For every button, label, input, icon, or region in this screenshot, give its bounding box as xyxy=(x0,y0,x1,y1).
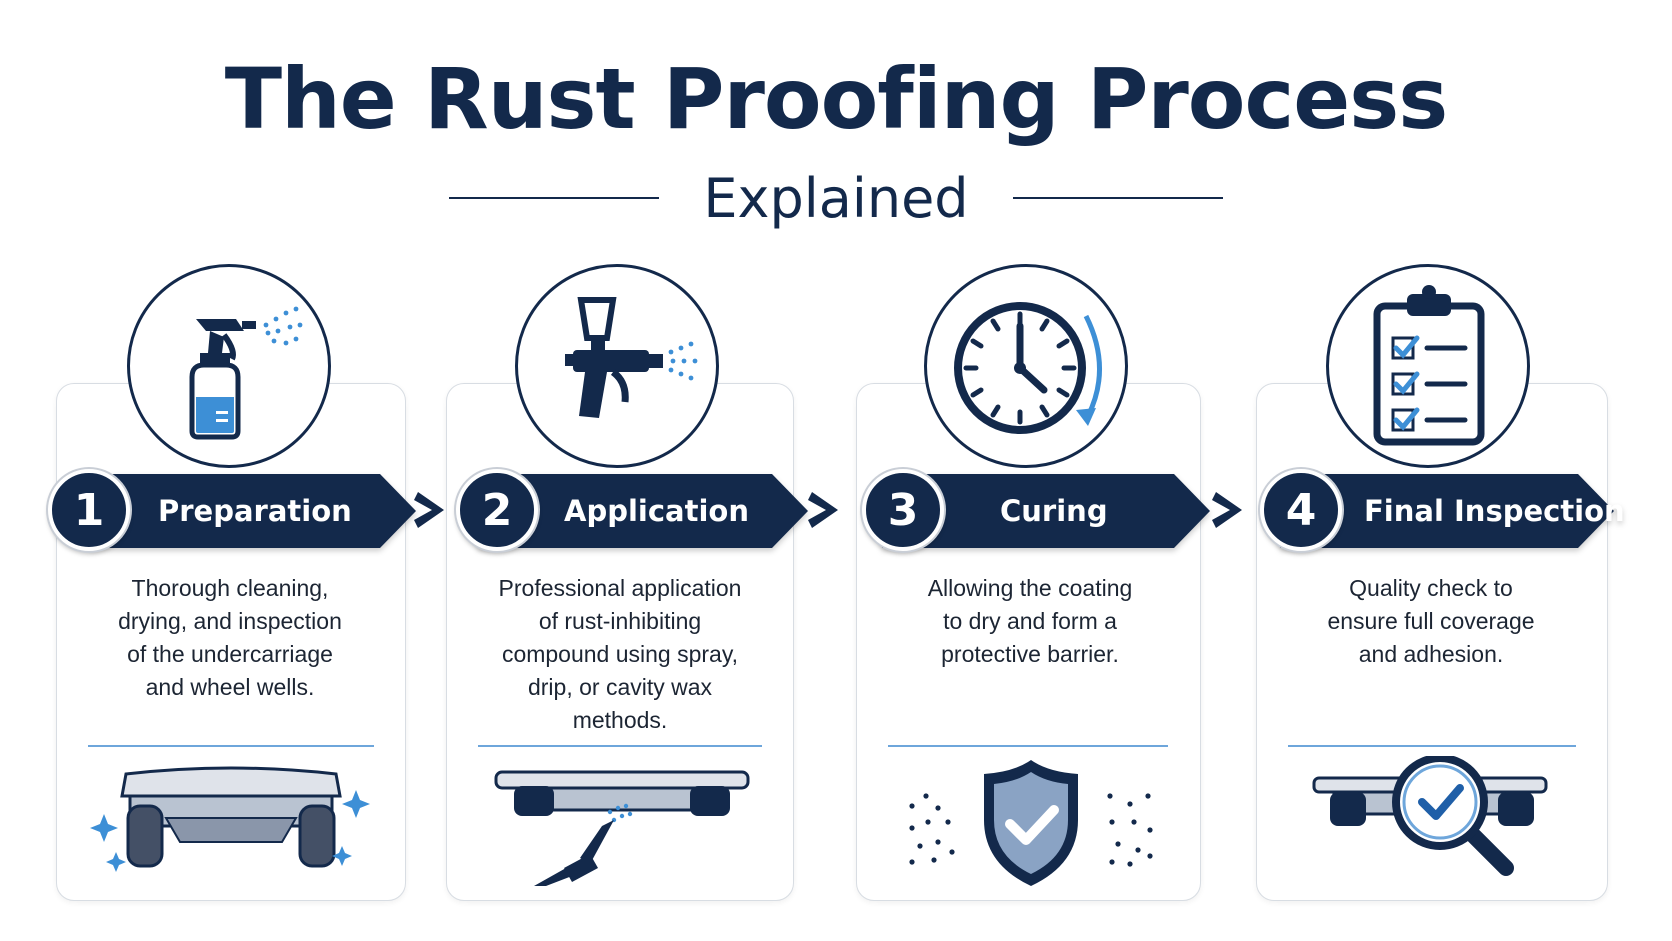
step-1-description: Thorough cleaning, drying, and inspectio… xyxy=(118,575,342,700)
subtitle-rule-right xyxy=(1012,197,1223,199)
step-4-icon-circle xyxy=(1326,264,1530,468)
step-2-icon-circle xyxy=(515,264,719,468)
step-2-description: Professional application of rust-inhibit… xyxy=(498,575,742,733)
step-1-separator xyxy=(88,745,374,747)
step-2-number: 2 xyxy=(456,469,538,551)
step-arrow-chevron-2 xyxy=(808,492,838,528)
page-title: The Rust Proofing Process xyxy=(224,50,1449,148)
page-subtitle: Explained xyxy=(703,166,969,230)
shield-check-icon xyxy=(909,760,1153,886)
step-3-separator xyxy=(888,745,1168,747)
step-3-description: Allowing the coating to dry and form a p… xyxy=(927,575,1133,667)
spray-gun-icon xyxy=(565,297,698,418)
step-3-number: 3 xyxy=(862,469,944,551)
clean-undercarriage-icon xyxy=(90,766,370,872)
step-2-separator xyxy=(478,745,762,747)
step-arrow-chevron-1 xyxy=(414,492,444,528)
spray-wand-undercarriage-icon xyxy=(494,770,750,886)
clipboard-checklist-icon xyxy=(1373,285,1485,446)
step-4-description: Quality check to ensure full coverage an… xyxy=(1327,575,1535,667)
magnifier-check-icon xyxy=(1312,756,1548,876)
step-3-icon-circle xyxy=(924,264,1128,468)
step-4-label: Final Inspection xyxy=(1364,494,1625,528)
subtitle-rule-left xyxy=(449,197,660,199)
step-1-icon-circle xyxy=(127,264,331,468)
step-2-label: Application xyxy=(564,494,749,528)
step-1-banner: Preparation xyxy=(90,474,416,548)
step-card-2 xyxy=(446,383,794,901)
spray-bottle-icon xyxy=(189,306,303,440)
step-arrow-chevron-3 xyxy=(1212,492,1242,528)
clock-icon xyxy=(954,302,1102,434)
step-4-separator xyxy=(1288,745,1576,747)
step-2-banner: Application xyxy=(478,474,808,548)
step-4-number: 4 xyxy=(1260,469,1342,551)
step-3-label: Curing xyxy=(1000,494,1108,528)
step-1-number: 1 xyxy=(48,469,130,551)
subtitle-row: Explained xyxy=(0,166,1672,230)
step-4-banner: Final Inspection xyxy=(1280,474,1625,548)
step-1-label: Preparation xyxy=(158,494,352,528)
